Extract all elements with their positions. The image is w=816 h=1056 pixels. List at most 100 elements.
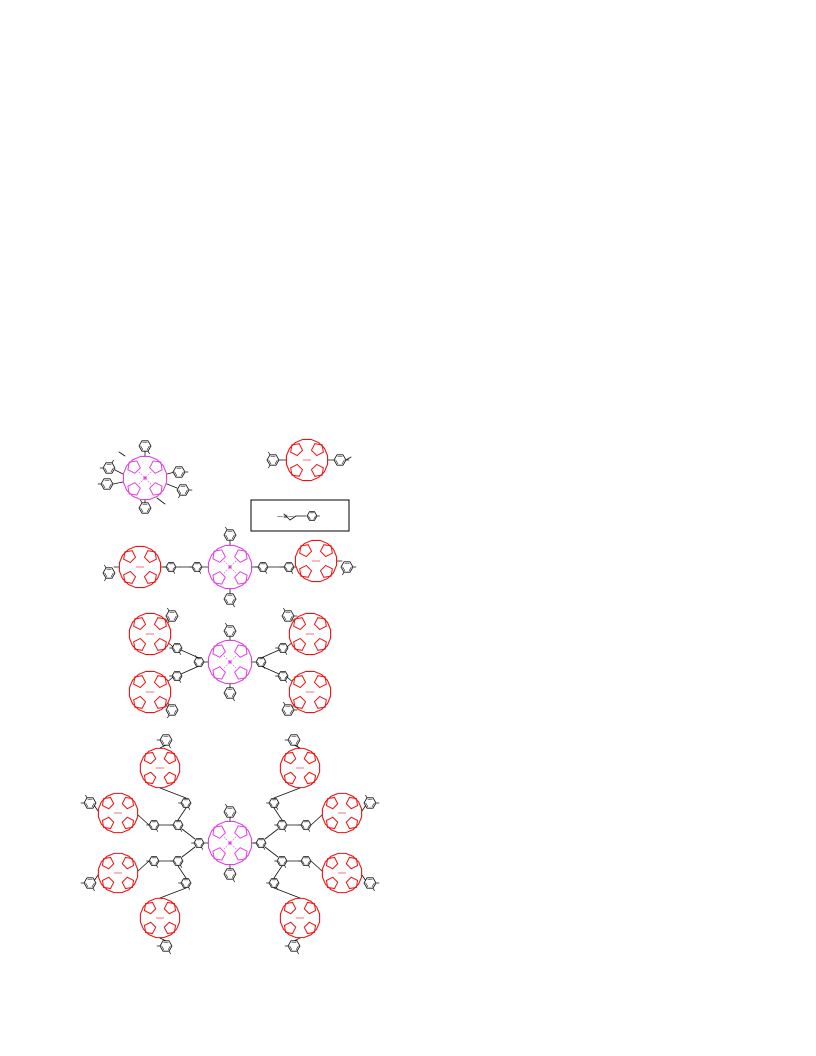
pyrrole-ring (127, 460, 141, 474)
bond (167, 945, 171, 951)
pyrrole-ring (234, 571, 248, 585)
bond (187, 802, 190, 807)
pyrrole-ring (143, 570, 157, 584)
bond (307, 824, 310, 829)
porphyrin-macrocycle-icon (97, 792, 139, 834)
zinc-center (143, 476, 147, 480)
porphyrin-macrocycle-icon (285, 438, 329, 482)
bond (181, 846, 196, 858)
bond (308, 864, 311, 868)
pyrrole-ring (143, 771, 157, 785)
bond (173, 675, 176, 680)
pyrrole-ring (325, 876, 339, 890)
bond (155, 860, 158, 865)
pyrrole-ring (303, 921, 317, 935)
bond (85, 802, 89, 808)
porphyrin-macrocycle-icon (139, 747, 181, 789)
pyrrole-ring (299, 544, 313, 558)
bond (181, 828, 196, 840)
bond (85, 794, 88, 799)
pyrrole-ring (283, 901, 297, 915)
bond (231, 873, 235, 879)
pyrrole-ring (293, 695, 307, 709)
bond (268, 459, 272, 465)
bond (137, 860, 150, 872)
bond (195, 842, 198, 847)
bond (147, 450, 150, 455)
pyrrole-ring (121, 876, 135, 890)
bond (168, 950, 171, 955)
porphyrin-macrocycle-icon (279, 897, 321, 939)
bond (289, 709, 293, 715)
bond (137, 814, 150, 826)
bond (195, 661, 198, 666)
pyrrole-ring (127, 482, 141, 496)
bond (112, 481, 124, 485)
bond (283, 824, 286, 829)
bond-layer (80, 440, 380, 955)
bond (225, 622, 228, 627)
zinc-porphyrin-icon (207, 820, 253, 866)
pyrrole-ring (303, 751, 317, 765)
bond (179, 824, 182, 829)
bond (188, 886, 191, 890)
bond (264, 566, 267, 571)
bond (180, 864, 183, 868)
bond (273, 865, 283, 879)
bond (284, 864, 287, 868)
bond (308, 828, 311, 832)
porphyrin-macrocycle-icon (288, 670, 332, 714)
bond (167, 709, 171, 715)
bond (284, 647, 287, 652)
zn-n-bond (223, 566, 231, 574)
zinc-center (228, 565, 232, 569)
bond (284, 675, 287, 680)
zinc-porphyrin-icon (207, 544, 253, 590)
pyrrole-ring (293, 617, 307, 631)
bond (225, 598, 229, 604)
bond (140, 507, 144, 513)
bond (173, 615, 177, 621)
bond (156, 497, 166, 505)
bond (173, 647, 176, 652)
bond (182, 882, 185, 887)
linker-legend-label: —≡— (277, 513, 294, 520)
bond (104, 564, 107, 569)
bond (273, 787, 301, 799)
zn-n-bond (223, 661, 231, 669)
bond (283, 860, 286, 865)
pyrrole-ring (121, 796, 135, 810)
bond (85, 882, 89, 888)
bond (168, 744, 171, 749)
free-base-porphyrin-layer (97, 438, 363, 939)
bond (167, 615, 171, 621)
bond (231, 630, 235, 636)
pyrrole-ring (345, 816, 359, 830)
pyrrole-ring (101, 816, 115, 830)
bond (225, 692, 229, 698)
zn-n-bond (229, 661, 237, 669)
bond (159, 887, 187, 899)
zinc-porphyrin-icon (122, 455, 168, 501)
bond (310, 814, 323, 826)
bond (140, 499, 143, 504)
bond (178, 489, 182, 495)
bond (118, 451, 126, 457)
bond (177, 807, 187, 821)
bond (285, 566, 288, 571)
zn-n-bond (229, 655, 237, 663)
bond (167, 607, 170, 612)
bond (262, 661, 265, 666)
porphyrin-macrocycle-icon (118, 545, 162, 589)
bond (278, 860, 281, 865)
pyrrole-ring (149, 482, 163, 496)
zinc-porphyrin-layer (122, 455, 253, 866)
bond (225, 803, 228, 808)
bond (296, 950, 299, 955)
bond (278, 824, 281, 829)
pyrrole-ring (290, 463, 304, 477)
bond (108, 483, 112, 489)
bond (257, 842, 260, 847)
pyrrole-ring (101, 876, 115, 890)
pyrrole-ring (234, 847, 248, 861)
